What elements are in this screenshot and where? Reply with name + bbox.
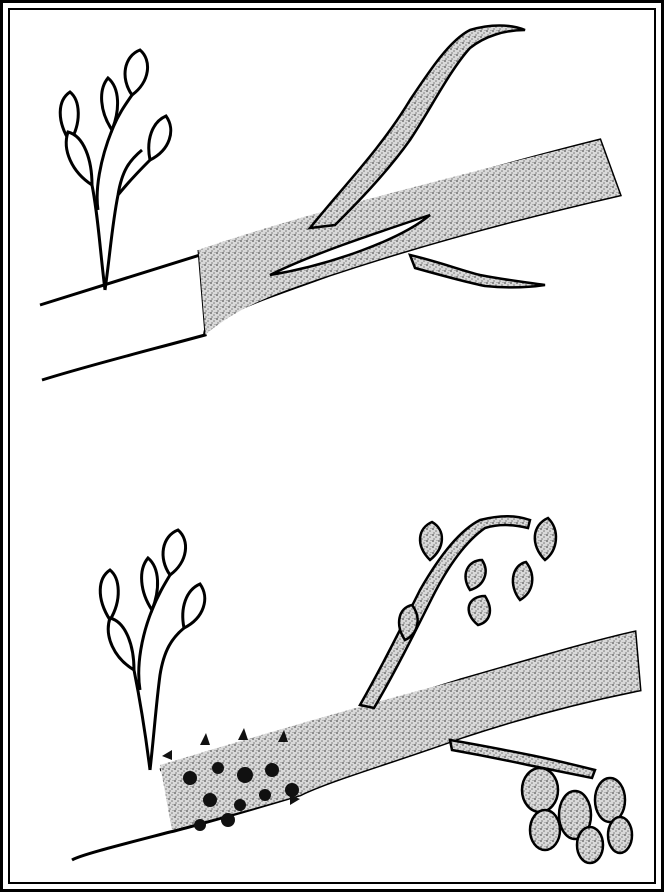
- seedling-icon: [60, 50, 171, 290]
- stem-shaded-region: [198, 140, 620, 335]
- bottom-panel: [72, 516, 640, 863]
- fruit-leaf: [466, 560, 486, 590]
- top-panel: [40, 26, 620, 381]
- fruit-leaf: [469, 596, 490, 625]
- fruit-cluster-icon: [450, 740, 632, 863]
- parasite-tendril-lower: [410, 255, 545, 287]
- fruit-leaf: [420, 522, 442, 560]
- seedling-icon-bottom: [100, 530, 205, 770]
- fruit-leaf: [535, 518, 556, 560]
- fruit-leaf: [513, 562, 532, 600]
- fruit-leaf: [399, 605, 417, 640]
